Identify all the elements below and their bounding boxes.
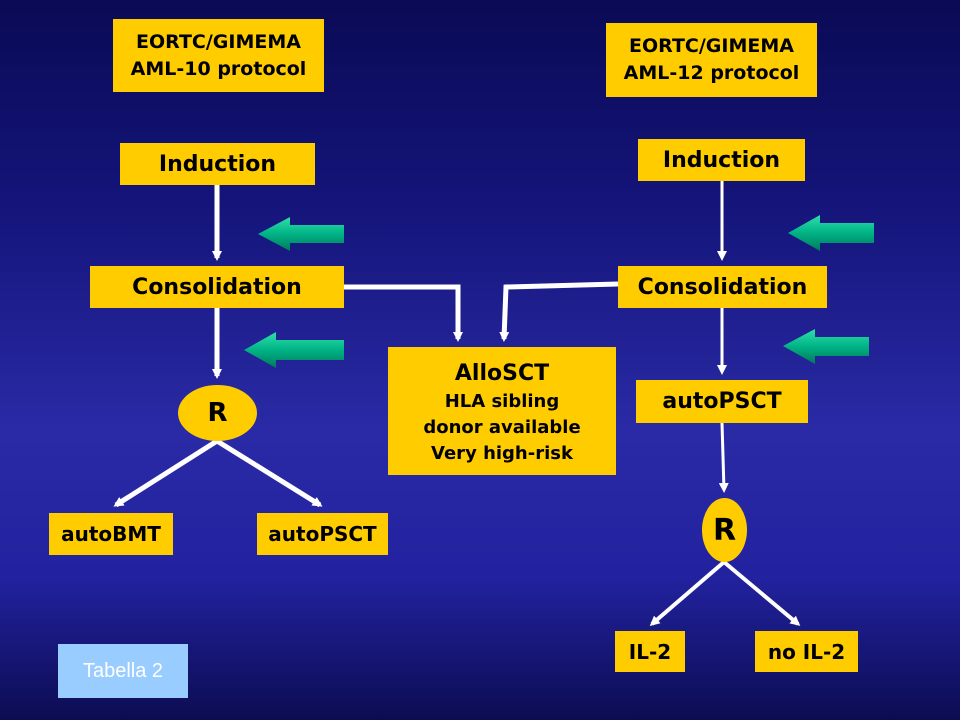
left-r-to-autopsct bbox=[215, 438, 323, 508]
right-randomization-node: R bbox=[702, 498, 747, 562]
left-title-line2: AML-10 protocol bbox=[130, 57, 307, 80]
right-consolidation-to-allo bbox=[499, 281, 619, 342]
right-consolidation-box: Consolidation bbox=[618, 266, 827, 308]
left-consolidation-label: Consolidation bbox=[132, 274, 302, 300]
right-title-line2: AML-12 protocol bbox=[623, 62, 800, 84]
left-r-to-autobmt bbox=[113, 438, 219, 508]
right-r-to-no-il2 bbox=[722, 560, 801, 626]
green-arrow-right-upper bbox=[788, 215, 874, 251]
right-autopsct-box: autoPSCT bbox=[636, 380, 808, 423]
left-arm-autopsct: autoPSCT bbox=[257, 513, 388, 555]
right-autopsct-label: autoPSCT bbox=[662, 389, 782, 414]
right-arm-il2-label: IL-2 bbox=[628, 639, 672, 664]
left-arm-autobmt-label: autoBMT bbox=[61, 522, 161, 546]
right-arm-no-il2: no IL-2 bbox=[755, 631, 858, 672]
allosct-box: AlloSCT HLA sibling donor available Very… bbox=[388, 347, 616, 475]
right-protocol-title: EORTC/GIMEMA AML-12 protocol bbox=[606, 23, 817, 97]
table-label: Tabella 2 bbox=[58, 644, 188, 698]
left-induction-box: Induction bbox=[120, 143, 315, 185]
left-arm-autopsct-label: autoPSCT bbox=[268, 522, 377, 546]
left-consolidation-to-allo bbox=[344, 284, 463, 342]
right-induction-label: Induction bbox=[662, 147, 781, 173]
allosct-line2: donor available bbox=[423, 417, 581, 438]
left-consolidation-box: Consolidation bbox=[90, 266, 344, 308]
left-induction-label: Induction bbox=[158, 151, 277, 177]
right-consolidation-label: Consolidation bbox=[637, 274, 808, 300]
green-arrow-left-upper bbox=[258, 217, 344, 251]
right-arm-il2: IL-2 bbox=[615, 631, 685, 672]
right-autopsct-to-r bbox=[718, 422, 729, 493]
right-r-to-il2 bbox=[649, 560, 726, 626]
left-randomization-label: R bbox=[207, 398, 228, 428]
right-title-line1: EORTC/GIMEMA bbox=[629, 35, 794, 57]
left-randomization-node: R bbox=[178, 385, 257, 441]
allosct-title: AlloSCT bbox=[454, 361, 550, 386]
green-arrow-left-lower bbox=[244, 332, 344, 368]
left-protocol-title: EORTC/GIMEMA AML-10 protocol bbox=[113, 19, 324, 92]
left-title-line1: EORTC/GIMEMA bbox=[136, 30, 301, 53]
table-label-text: Tabella 2 bbox=[82, 659, 164, 682]
allosct-line1: HLA sibling bbox=[444, 391, 560, 412]
left-arm-autobmt: autoBMT bbox=[49, 513, 173, 555]
right-induction-box: Induction bbox=[638, 139, 805, 181]
right-arm-no-il2-label: no IL-2 bbox=[767, 639, 846, 664]
green-arrow-right-lower bbox=[783, 329, 869, 364]
allosct-line3: Very high-risk bbox=[431, 443, 573, 464]
right-randomization-label: R bbox=[712, 512, 737, 548]
